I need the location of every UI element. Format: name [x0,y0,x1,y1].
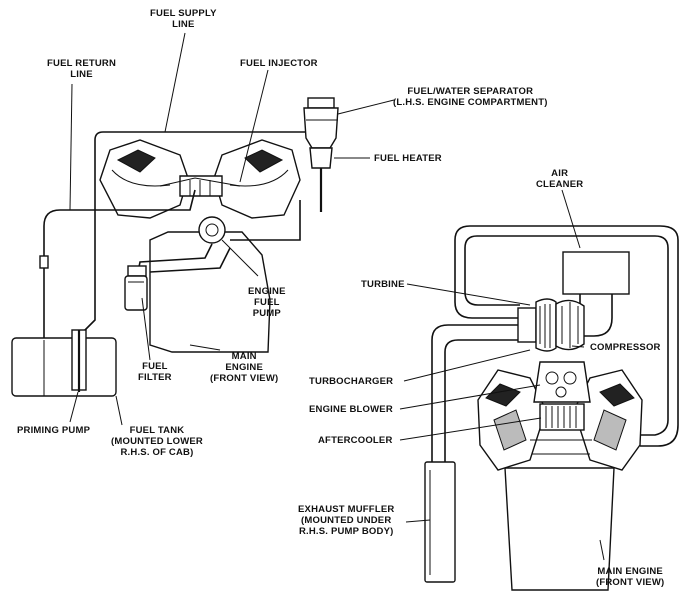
fuel-tank [11,329,117,397]
label-priming-pump: PRIMING PUMP [17,425,91,436]
label-fuel-injector: FUEL INJECTOR [240,58,318,69]
label-fuel-heater: FUEL HEATER [374,153,442,164]
label-turbine: TURBINE [361,279,405,290]
fuel-filter [124,265,148,311]
label-main-engine-right: MAIN ENGINE(FRONT VIEW) [596,566,665,588]
fuel-water-separator [303,97,339,212]
label-compressor: COMPRESSOR [590,342,661,353]
left-main-engine [99,139,301,353]
exhaust-muffler [424,461,456,583]
fuel-return-line-path [39,189,196,338]
right-main-engine [477,361,643,591]
leader-lines [69,32,605,561]
turbocharger [517,298,585,352]
label-aftercooler: AFTERCOOLER [318,435,393,446]
label-fuel-water-separator: FUEL/WATER SEPARATOR(L.H.S. ENGINE COMPA… [393,86,548,108]
label-turbocharger: TURBOCHARGER [309,376,394,387]
label-engine-blower: ENGINE BLOWER [309,404,393,415]
air-piping [431,225,679,470]
